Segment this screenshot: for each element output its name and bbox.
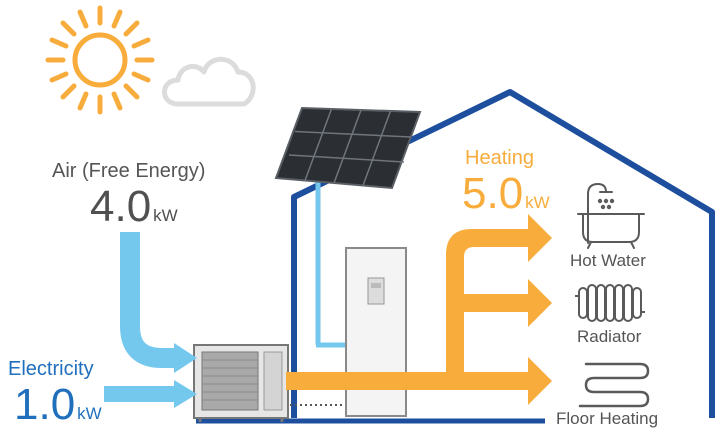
- air-arrow-head: [174, 343, 197, 373]
- heating-unit: kW: [525, 193, 550, 212]
- output-label-radiator: Radiator: [577, 327, 642, 346]
- output-label-hot-water: Hot Water: [570, 251, 646, 270]
- electricity-label: Electricity: [8, 358, 94, 380]
- heating-arrows: [286, 214, 552, 405]
- air-value: 4.0: [90, 182, 152, 231]
- house-outline: [291, 89, 715, 418]
- heating-value: 5.0: [462, 169, 524, 218]
- electricity-arrow: [104, 386, 176, 402]
- radiator-icon: [575, 284, 645, 322]
- air-unit: kW: [153, 206, 178, 225]
- heating-label: Heating: [465, 147, 534, 169]
- outdoor-unit-icon: [193, 344, 289, 422]
- solar-panel-icon: [274, 106, 422, 190]
- air-label: Air (Free Energy): [52, 160, 206, 182]
- electricity-unit: kW: [77, 404, 102, 423]
- electricity-value: 1.0: [14, 380, 76, 429]
- bathtub-icon: [577, 183, 645, 249]
- floor-heating-icon: [578, 362, 650, 408]
- air-arrow: [120, 232, 176, 368]
- cloud-icon: [162, 56, 256, 107]
- indoor-unit-icon: [345, 247, 407, 417]
- sun-icon: [45, 5, 155, 115]
- output-label-floor-heating: Floor Heating: [556, 409, 659, 428]
- electricity-arrow-head: [174, 380, 197, 408]
